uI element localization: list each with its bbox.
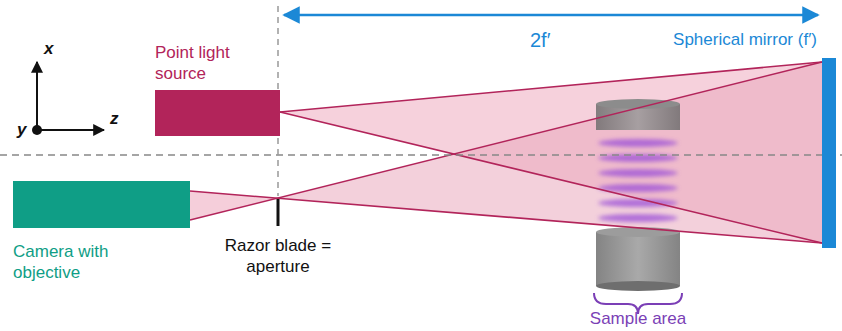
axis-label: y [17, 119, 26, 140]
axes [32, 62, 104, 135]
distance-arrow [284, 14, 818, 17]
distance-label: 2f′ [530, 30, 550, 51]
sample-cylinder [596, 99, 680, 291]
light-rays [190, 62, 822, 243]
optical-axis [0, 154, 842, 156]
node-label: Spherical mirror (f′) [673, 29, 817, 50]
sample-label: Sample area [590, 308, 686, 329]
light-source-box: Point light source [155, 90, 280, 136]
razor-blade [277, 199, 280, 226]
aperture-label: Razor blade = aperture [223, 235, 333, 277]
ray-lines [190, 62, 822, 243]
camera-box: Camera with objective [13, 181, 190, 228]
spherical-mirror: Spherical mirror (f′) [822, 58, 836, 248]
axis-label: z [110, 108, 119, 129]
node-label: Camera with objective [13, 241, 133, 283]
axis-label: x [44, 38, 53, 59]
node-label: Point light source [155, 42, 265, 84]
